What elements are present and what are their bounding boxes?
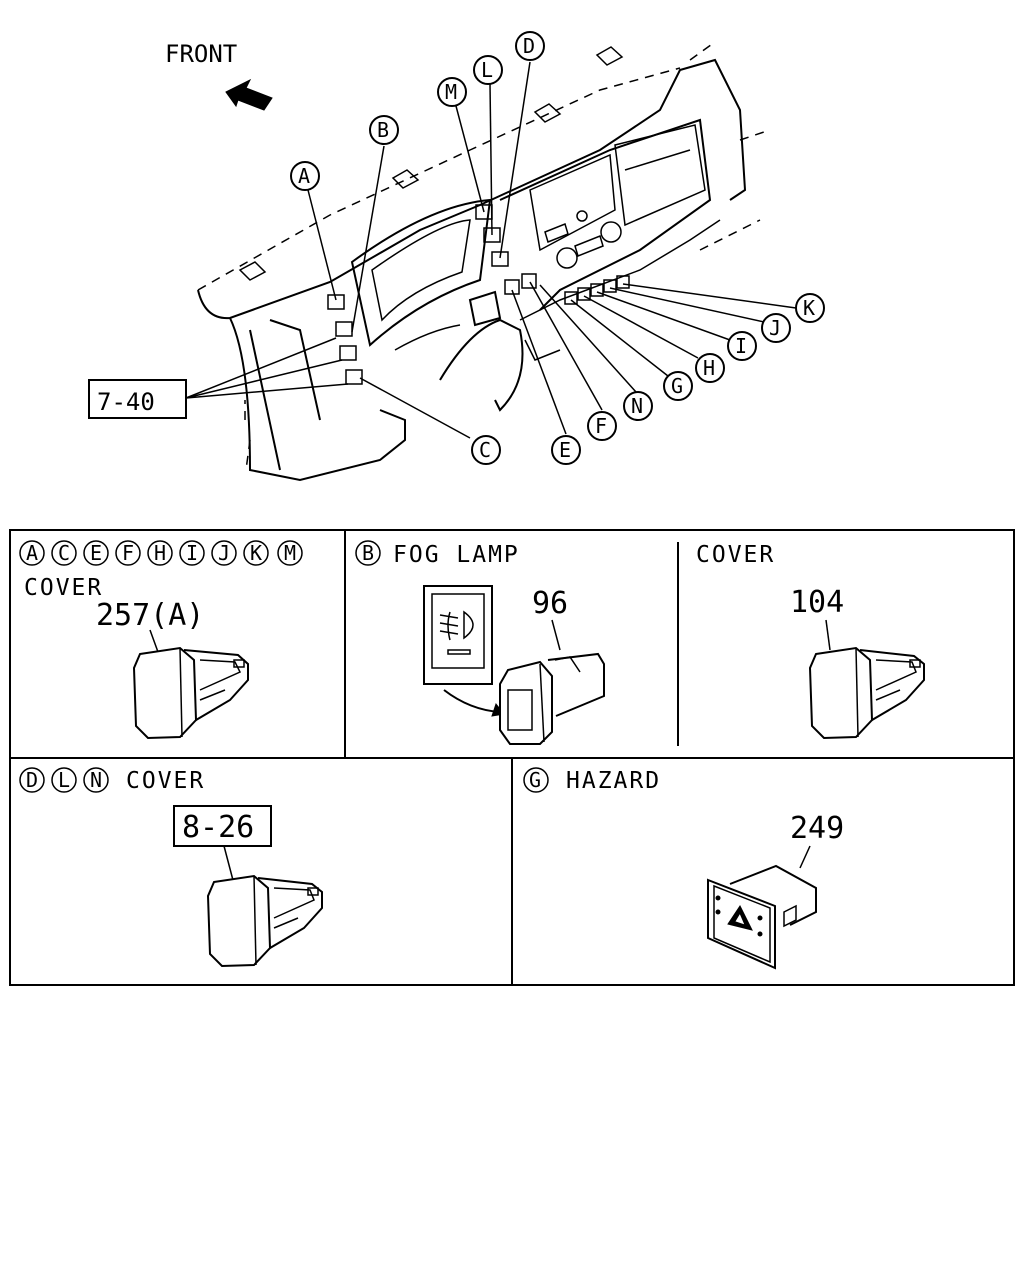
callout-i: I [727,331,757,361]
svg-text:L: L [58,768,70,792]
svg-text:A: A [26,541,38,565]
svg-text:M: M [445,80,457,104]
svg-text:J: J [769,316,781,340]
callout-d: D [515,31,545,61]
svg-text:N: N [90,768,102,792]
panel-title: COVER [696,542,775,568]
callout-a: A [290,161,320,191]
panel-cover-dln: D L N COVER 8-26 [19,767,323,968]
svg-text:D: D [523,34,535,58]
panel-hazard: G HAZARD 249 [523,767,844,970]
callout-g: G [663,371,693,401]
svg-text:G: G [671,374,683,398]
svg-text:N: N [631,394,643,418]
callout-k: K [795,293,825,323]
svg-text:G: G [529,768,541,792]
panel-title: COVER [24,575,103,601]
svg-text:F: F [122,541,134,565]
callout-n: N [623,391,653,421]
parts-table-grid [9,529,1015,986]
callout-e: E [551,435,581,465]
svg-text:E: E [559,438,571,462]
svg-text:H: H [703,356,715,380]
cover-part-257a [132,646,249,740]
panel-title: FOG LAMP [393,542,520,568]
svg-text:B: B [362,541,374,565]
callout-j: J [761,313,791,343]
callout-m: M [437,77,467,107]
panel-title: COVER [126,768,205,794]
switch-slots [327,204,630,385]
callout-b: B [369,115,399,145]
part-number-104: 104 [790,585,844,620]
svg-text:J: J [218,541,230,565]
panel-letters: A C E F H I J K M [19,540,303,566]
svg-text:L: L [481,58,493,82]
svg-text:D: D [26,768,38,792]
panel-title: HAZARD [566,768,661,794]
svg-text:I: I [186,541,198,565]
ref-label-8-26: 8-26 [182,810,254,845]
callout-l: L [473,55,503,85]
dashboard-illustration: FRONT [88,31,825,482]
hazard-switch-part [707,864,817,970]
svg-text:B: B [377,118,389,142]
svg-text:A: A [298,164,310,188]
svg-text:F: F [595,414,607,438]
fog-lamp-switch-face [423,585,493,685]
svg-text:H: H [154,541,166,565]
front-arrow-icon [225,78,273,111]
callout-f: F [587,411,617,441]
svg-text:E: E [90,541,102,565]
callout-c: C [471,435,501,465]
fog-lamp-icon [439,610,474,641]
ref-box-8-26 [173,805,272,847]
callout-h: H [695,353,725,383]
front-label: FRONT [165,40,237,68]
panel-fog-lamp: B FOG LAMP 96 [355,540,605,745]
svg-text:I: I [735,334,747,358]
panel-cover-single: COVER 104 [696,542,925,740]
fog-lamp-switch-part [499,652,605,745]
svg-text:K: K [250,541,262,565]
svg-text:C: C [479,438,491,462]
part-number-257a: 257(A) [96,598,204,633]
panel-cover-group: A C E F H I J K M COVER 257(A) [19,540,303,740]
svg-text:C: C [58,541,70,565]
svg-text:M: M [284,541,296,565]
cover-part-104 [808,646,925,740]
cover-part-8-26 [206,874,323,968]
part-number-249: 249 [790,811,844,846]
ref-box-7-40 [88,379,187,419]
part-number-96: 96 [532,586,568,621]
ref-label-7-40: 7-40 [97,388,155,416]
svg-text:K: K [803,296,815,320]
